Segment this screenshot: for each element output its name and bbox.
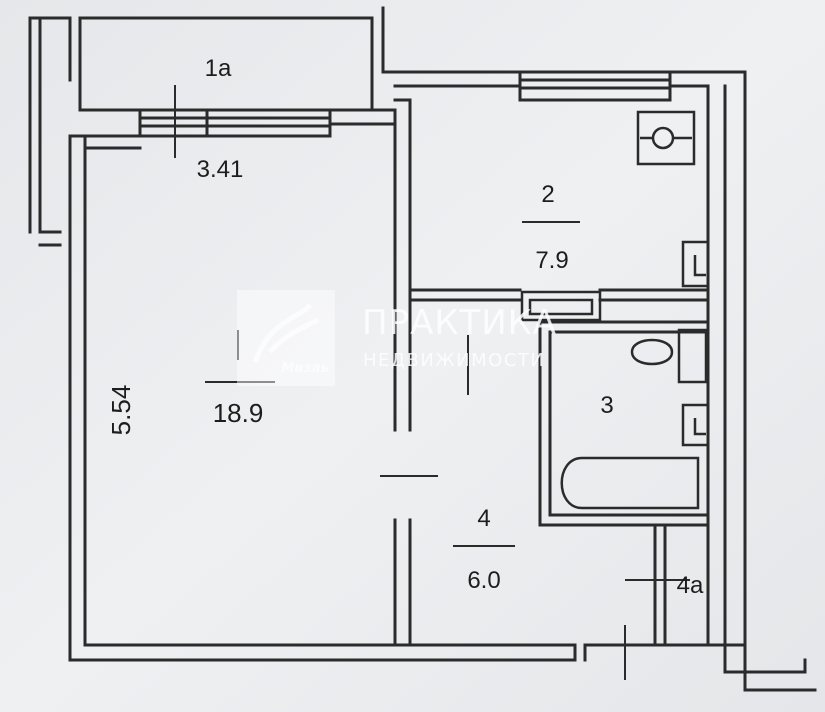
top-wall-room1 — [68, 108, 397, 150]
room2-number: 2 — [541, 181, 554, 208]
bathroom-sink-icon — [681, 403, 710, 447]
room1-length-label: 5.54 — [106, 385, 136, 436]
right-outer-wall — [706, 70, 747, 692]
room2-divider — [408, 288, 710, 302]
balcony-number: 1a — [205, 55, 232, 82]
watermark-brand: ПРАКТИКА — [362, 303, 557, 343]
door-markers — [174, 85, 690, 680]
window-room2 — [518, 70, 672, 102]
room2-area: 7.9 — [535, 247, 568, 274]
room1-width-label: 3.41 — [197, 156, 244, 183]
toilet-icon — [630, 338, 674, 366]
room4-number: 4 — [477, 505, 490, 532]
stove-icon — [636, 110, 696, 166]
fraction-lines — [205, 221, 580, 547]
bathtub-icon — [560, 456, 700, 510]
fixtures — [520, 110, 710, 510]
watermark-logo-icon — [252, 303, 320, 363]
room1-area: 18.9 — [213, 398, 264, 428]
watermark: Мизль ПРАКТИКА НЕДВИЖИМОСТИ — [237, 290, 557, 386]
counter-icon — [520, 290, 602, 322]
top-wall-right — [381, 70, 747, 88]
bathroom-walls — [538, 320, 710, 527]
watermark-logo-text: Мизль — [281, 361, 328, 376]
room4-area: 6.0 — [467, 567, 500, 594]
watermark-subtitle: НЕДВИЖИМОСТИ — [363, 350, 545, 371]
balcony-side-walls — [28, 6, 385, 234]
room3-number: 3 — [600, 392, 613, 419]
closet-wall — [653, 523, 667, 647]
window-room1 — [138, 108, 332, 138]
partition-wall — [393, 98, 412, 647]
room4a-number: 4a — [677, 572, 704, 599]
left-outer-wall — [68, 134, 87, 662]
walls — [28, 6, 817, 692]
kitchen-sink-icon — [681, 240, 710, 288]
